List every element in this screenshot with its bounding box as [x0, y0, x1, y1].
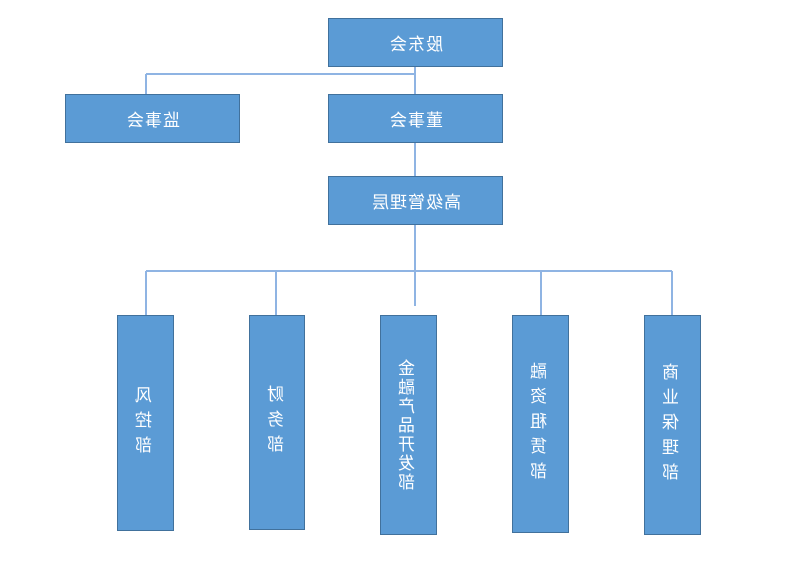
node-label: 董事会	[388, 111, 443, 131]
node-risk-control[interactable]: 风控部	[117, 315, 174, 531]
node-label: 融资租赁部	[531, 361, 551, 487]
node-label: 股东会	[388, 35, 443, 55]
node-label: 风控部	[136, 385, 156, 461]
node-financial-product-development[interactable]: 金融产品开发部	[380, 315, 437, 535]
node-label: 监事会	[125, 111, 180, 131]
node-board-of-directors[interactable]: 董事会	[328, 94, 503, 143]
node-label: 金融产品开发部	[399, 358, 419, 492]
node-label: 商业保理部	[663, 362, 683, 488]
node-commercial-factoring[interactable]: 商业保理部	[644, 315, 701, 535]
node-finance[interactable]: 财务部	[249, 315, 305, 530]
node-senior-management[interactable]: 高级管理层	[328, 176, 503, 225]
node-supervisory-board[interactable]: 监事会	[65, 94, 240, 143]
node-shareholders[interactable]: 股东会	[328, 18, 503, 67]
node-label: 高级管理层	[370, 193, 461, 213]
node-financing-leasing[interactable]: 融资租赁部	[512, 315, 569, 533]
node-label: 财务部	[267, 385, 288, 460]
